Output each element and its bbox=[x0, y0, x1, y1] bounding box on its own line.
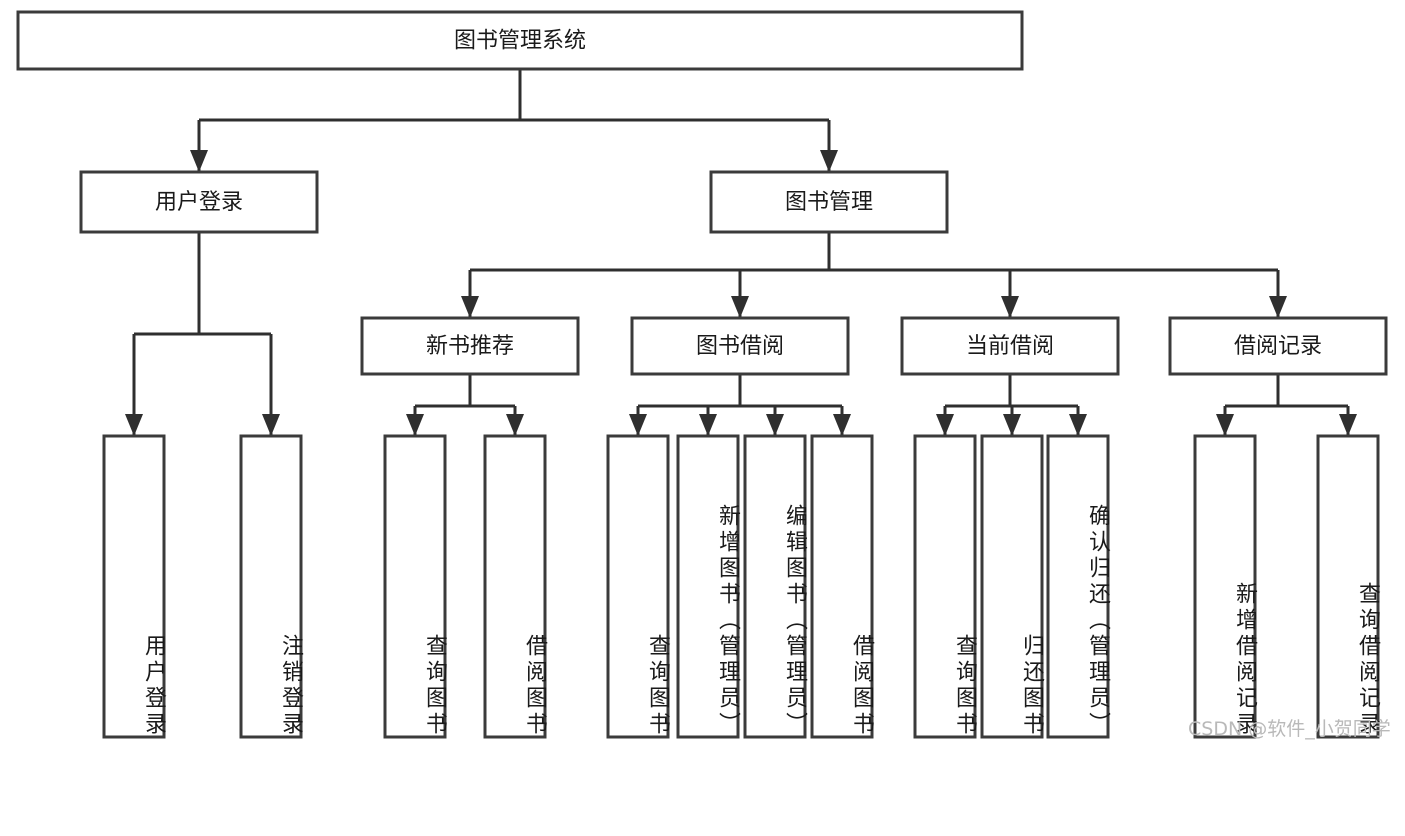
node-current-borrow[interactable] bbox=[900, 316, 1120, 376]
arrow-head-icon bbox=[406, 414, 424, 436]
node-leaf-add-book[interactable] bbox=[676, 434, 740, 739]
node-leaf-logout[interactable] bbox=[239, 434, 303, 739]
node-user-login[interactable] bbox=[79, 170, 319, 234]
node-leaf-borrow-book[interactable] bbox=[810, 434, 874, 739]
arrow-head-icon bbox=[936, 414, 954, 436]
arrow-head-icon bbox=[1003, 414, 1021, 436]
arrow-head-icon bbox=[190, 150, 208, 172]
node-borrow-record[interactable] bbox=[1168, 316, 1388, 376]
arrow-head-icon bbox=[125, 414, 143, 436]
node-leaf-edit-book[interactable] bbox=[743, 434, 807, 739]
node-root-label: 图书管理系统 bbox=[454, 29, 586, 54]
node-root[interactable] bbox=[16, 10, 1024, 71]
arrow-head-icon bbox=[820, 150, 838, 172]
arrow-head-icon bbox=[262, 414, 280, 436]
node-borrow-record-label: 借阅记录 bbox=[1234, 334, 1322, 359]
node-current-borrow-label: 当前借阅 bbox=[966, 334, 1054, 359]
node-leaf-query-book-rec-label: 查询图书 bbox=[422, 633, 447, 738]
node-leaf-logout-label: 注销登录 bbox=[278, 633, 303, 738]
node-leaf-borrow-book-rec[interactable] bbox=[483, 434, 547, 739]
node-leaf-query-record-label: 查询借阅记录 bbox=[1355, 581, 1380, 738]
node-leaf-confirm-return[interactable] bbox=[1046, 434, 1110, 739]
node-leaf-query-book-cur[interactable] bbox=[913, 434, 977, 739]
node-leaf-borrow-book-rec-label: 借阅图书 bbox=[522, 633, 547, 738]
node-leaf-add-record[interactable] bbox=[1193, 434, 1257, 739]
arrow-head-icon bbox=[629, 414, 647, 436]
node-leaf-query-book[interactable] bbox=[606, 434, 670, 739]
node-leaf-query-book-rec[interactable] bbox=[383, 434, 447, 739]
node-user-login-label: 用户登录 bbox=[155, 190, 243, 215]
node-book-manage[interactable] bbox=[709, 170, 949, 234]
arrow-head-icon bbox=[506, 414, 524, 436]
connectors-layer bbox=[125, 69, 1357, 436]
node-leaf-borrow-book-label: 借阅图书 bbox=[849, 633, 874, 738]
node-leaf-confirm-return-label: 确认归还（管理员） bbox=[1085, 503, 1110, 738]
node-leaf-return-book[interactable] bbox=[980, 434, 1044, 739]
node-leaf-user-login[interactable] bbox=[102, 434, 166, 739]
flowchart-diagram: 图书管理系统用户登录图书管理新书推荐图书借阅当前借阅借阅记录 用户登录注销登录查… bbox=[16, 10, 1391, 740]
arrow-head-icon bbox=[1339, 414, 1357, 436]
arrow-head-icon bbox=[1269, 296, 1287, 318]
node-leaf-query-book-label: 查询图书 bbox=[645, 633, 670, 738]
arrow-head-icon bbox=[731, 296, 749, 318]
arrow-head-icon bbox=[699, 414, 717, 436]
arrow-head-icon bbox=[1069, 414, 1087, 436]
node-leaf-user-login-label: 用户登录 bbox=[141, 633, 166, 738]
node-new-book-rec[interactable] bbox=[360, 316, 580, 376]
node-book-borrow-label: 图书借阅 bbox=[696, 334, 784, 359]
arrow-head-icon bbox=[833, 414, 851, 436]
node-leaf-query-book-cur-label: 查询图书 bbox=[952, 633, 977, 738]
node-leaf-return-book-label: 归还图书 bbox=[1019, 633, 1044, 738]
node-leaf-edit-book-label: 编辑图书（管理员） bbox=[782, 503, 807, 738]
node-leaf-query-record[interactable] bbox=[1316, 434, 1380, 739]
node-book-manage-label: 图书管理 bbox=[785, 190, 873, 215]
node-leaf-add-record-label: 新增借阅记录 bbox=[1232, 581, 1257, 738]
arrow-head-icon bbox=[1216, 414, 1234, 436]
watermark-text: CSDN @软件_小贺同学 bbox=[1188, 718, 1391, 740]
node-new-book-rec-label: 新书推荐 bbox=[426, 334, 514, 359]
arrow-head-icon bbox=[766, 414, 784, 436]
arrow-head-icon bbox=[461, 296, 479, 318]
node-book-borrow[interactable] bbox=[630, 316, 850, 376]
boxes-layer bbox=[16, 10, 1388, 739]
node-leaf-add-book-label: 新增图书（管理员） bbox=[715, 503, 740, 738]
arrow-head-icon bbox=[1001, 296, 1019, 318]
